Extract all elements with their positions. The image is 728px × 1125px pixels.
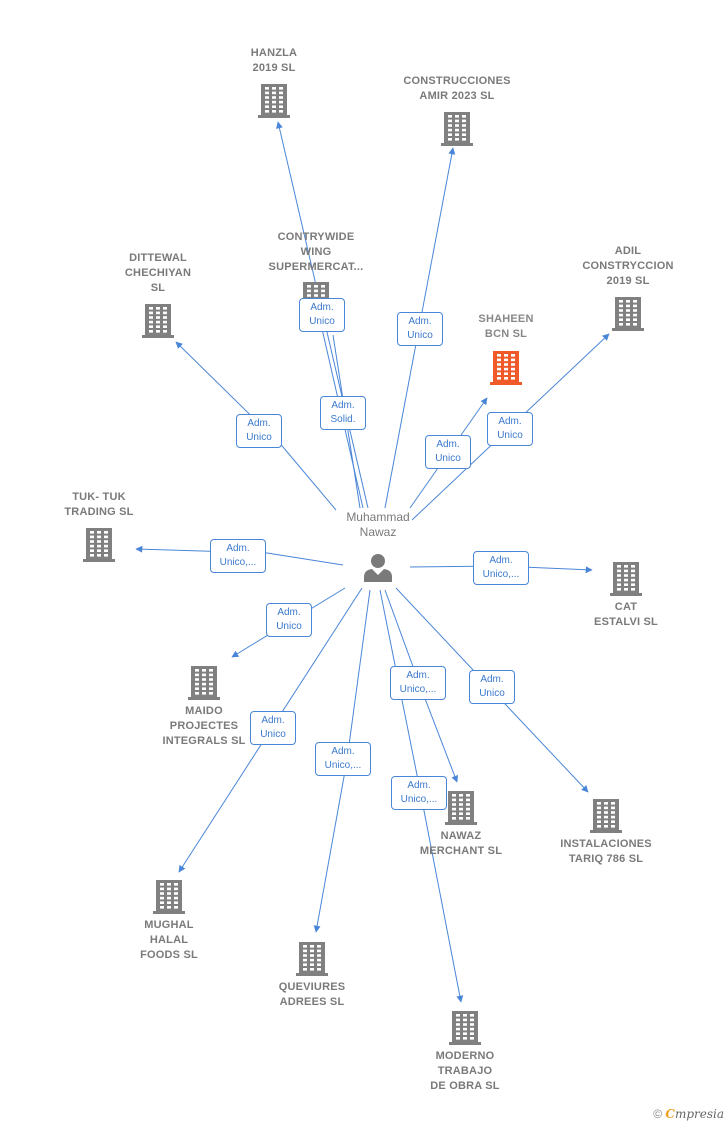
footer-brand: © Cmpresia <box>653 1107 724 1121</box>
building-icon <box>449 1011 481 1045</box>
company-label: MODERNO TRABAJO DE OBRA SL <box>430 1050 500 1092</box>
building-icon <box>490 351 522 385</box>
person-name: Muhammad Nawaz <box>346 510 410 539</box>
person-node[interactable]: Muhammad Nawaz <box>330 508 426 588</box>
building-icon <box>296 942 328 976</box>
person-icon <box>364 554 392 582</box>
company-label: CONSTRUCCIONES AMIR 2023 SL <box>403 75 511 102</box>
company-label: DITTEWAL CHECHIYAN SL <box>124 252 192 294</box>
building-icon <box>445 791 477 825</box>
building-icon <box>83 528 115 562</box>
company-label: MAIDO PROJECTES INTEGRALS SL <box>162 705 246 747</box>
building-icon <box>612 297 644 331</box>
building-icon <box>590 799 622 833</box>
building-icon <box>153 880 185 914</box>
role-badge-maido[interactable]: Adm. Unico <box>266 603 312 637</box>
role-badge-shaheen[interactable]: Adm. Unico <box>425 435 471 469</box>
company-label: MUGHAL HALAL FOODS SL <box>140 919 198 961</box>
building-icon <box>258 84 290 118</box>
company-label: QUEVIURES ADREES SL <box>278 981 346 1008</box>
company-label: TUK- TUK TRADING SL <box>64 491 134 518</box>
role-badge-nawaz[interactable]: Adm. Unico,... <box>390 666 446 700</box>
company-label: INSTALACIONES TARIQ 786 SL <box>560 838 652 865</box>
role-badge-instalaciones[interactable]: Adm. Unico <box>469 670 515 704</box>
role-badge-moderno[interactable]: Adm. Unico,... <box>391 776 447 810</box>
building-icon <box>142 304 174 338</box>
role-badge-queviures[interactable]: Adm. Unico,... <box>315 742 371 776</box>
company-label: HANZLA 2019 SL <box>250 47 298 74</box>
company-label: NAWAZ MERCHANT SL <box>419 830 503 857</box>
role-badge-mughal[interactable]: Adm. Unico <box>250 711 296 745</box>
company-label: ADIL CONSTRYCCION 2019 SL <box>582 245 674 287</box>
company-label: SHAHEEN BCN SL <box>478 313 534 340</box>
brand-logo: Cmpresia <box>665 1107 724 1121</box>
building-icon <box>188 666 220 700</box>
role-badge-construcciones[interactable]: Adm. Unico <box>397 312 443 346</box>
role-badge-tuktuk[interactable]: Adm. Unico,... <box>210 539 266 573</box>
role-badge-contrywide[interactable]: Adm. Unico <box>299 298 345 332</box>
copyright-symbol: © <box>653 1107 663 1121</box>
edge-tuktuk <box>135 545 344 566</box>
building-icon <box>441 112 473 146</box>
company-label: CAT ESTALVI SL <box>594 601 658 628</box>
role-badge-dittewal[interactable]: Adm. Unico <box>236 414 282 448</box>
role-badge-cat[interactable]: Adm. Unico,... <box>473 551 529 585</box>
role-badge-adil[interactable]: Adm. Unico <box>487 412 533 446</box>
building-icon <box>610 562 642 596</box>
company-label: CONTRYWIDE WING SUPERMERCAT... <box>268 231 364 273</box>
role-badge-solid[interactable]: Adm. Solid. <box>320 396 366 430</box>
edge-dittewal <box>175 341 337 511</box>
